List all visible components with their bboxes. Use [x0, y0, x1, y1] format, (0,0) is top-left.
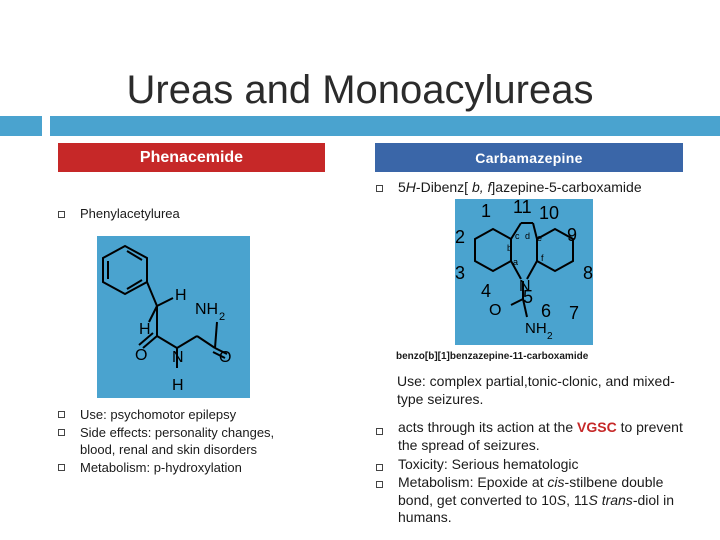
accent-bar-left: [0, 116, 42, 136]
svg-text:H: H: [139, 321, 151, 338]
side-effects-phenacemide: Side effects: personality changes, blood…: [80, 425, 275, 457]
metabolism-phenacemide: Metabolism: p-hydroxylation: [80, 460, 242, 475]
bullet-icon: [376, 464, 383, 471]
svg-text:O: O: [489, 302, 501, 319]
svg-text:e: e: [537, 233, 542, 243]
bullet-icon: [376, 428, 383, 435]
svg-text:H: H: [172, 377, 184, 394]
bullet-icon: [58, 464, 65, 471]
use-carbamazepine: Use: complex partial,tonic-clonic, and m…: [397, 373, 675, 407]
svg-text:2: 2: [455, 227, 465, 247]
accent-bar-right: [50, 116, 720, 136]
slide-title: Ureas and Monoacylureas: [126, 68, 594, 112]
carbamazepine-iupac-name: 5H-Dibenz[ b, f]azepine-5-carboxamide: [398, 179, 642, 195]
svg-text:a: a: [513, 257, 518, 267]
carbamazepine-caption: benzo[b][1]benzazepine-11-carboxamide: [396, 351, 589, 362]
svg-text:3: 3: [455, 263, 465, 283]
bullet-icon: [58, 429, 65, 436]
metabolism-carbamazepine: Metabolism: Epoxide at cis-stilbene doub…: [398, 474, 675, 525]
svg-text:d: d: [525, 231, 530, 241]
svg-text:N: N: [172, 349, 184, 366]
svg-text:6: 6: [541, 301, 551, 321]
svg-text:2: 2: [547, 331, 553, 342]
svg-text:NH: NH: [195, 301, 218, 318]
svg-text:NH: NH: [525, 320, 547, 337]
svg-text:9: 9: [567, 225, 577, 245]
toxicity-carbamazepine: Toxicity: Serious hematologic: [398, 456, 579, 472]
svg-text:11: 11: [513, 199, 532, 217]
svg-text:5: 5: [523, 287, 533, 307]
svg-text:2: 2: [219, 311, 225, 323]
svg-text:b: b: [507, 243, 512, 253]
phenacemide-structure-drawing: H H NH 2 O N O H: [102, 244, 231, 394]
svg-text:O: O: [135, 347, 147, 364]
svg-text:1: 1: [481, 201, 491, 221]
svg-text:c: c: [515, 231, 520, 241]
carbamazepine-structure-image: 1 11 10 2 9 3 8 4 N 5 6 7 O NH 2 c d e b…: [455, 197, 593, 345]
svg-text:f: f: [541, 253, 544, 263]
svg-text:7: 7: [569, 303, 579, 323]
svg-text:O: O: [219, 349, 231, 366]
bullet-icon: [376, 185, 383, 192]
svg-text:N: N: [519, 278, 531, 295]
svg-text:H: H: [175, 287, 187, 304]
mechanism-carbamazepine: acts through its action at the VGSC to p…: [398, 419, 683, 453]
vgsc-highlight: VGSC: [577, 419, 617, 435]
svg-text:8: 8: [583, 263, 593, 283]
use-phenacemide: Use: psychomotor epilepsy: [80, 407, 237, 422]
bullet-icon: [58, 211, 65, 218]
bullet-icon: [376, 481, 383, 488]
carbamazepine-header: Carbamazepine: [375, 143, 683, 172]
carbamazepine-structure-drawing: 1 11 10 2 9 3 8 4 N 5 6 7 O NH 2 c d e b…: [455, 197, 593, 342]
svg-text:10: 10: [539, 203, 559, 223]
phenylacetylurea-label: Phenylacetylurea: [80, 206, 180, 221]
phenacemide-header: Phenacemide: [58, 143, 325, 172]
svg-text:4: 4: [481, 281, 491, 301]
bullet-icon: [58, 411, 65, 418]
phenacemide-structure-image: H H NH 2 O N O H: [97, 236, 250, 398]
